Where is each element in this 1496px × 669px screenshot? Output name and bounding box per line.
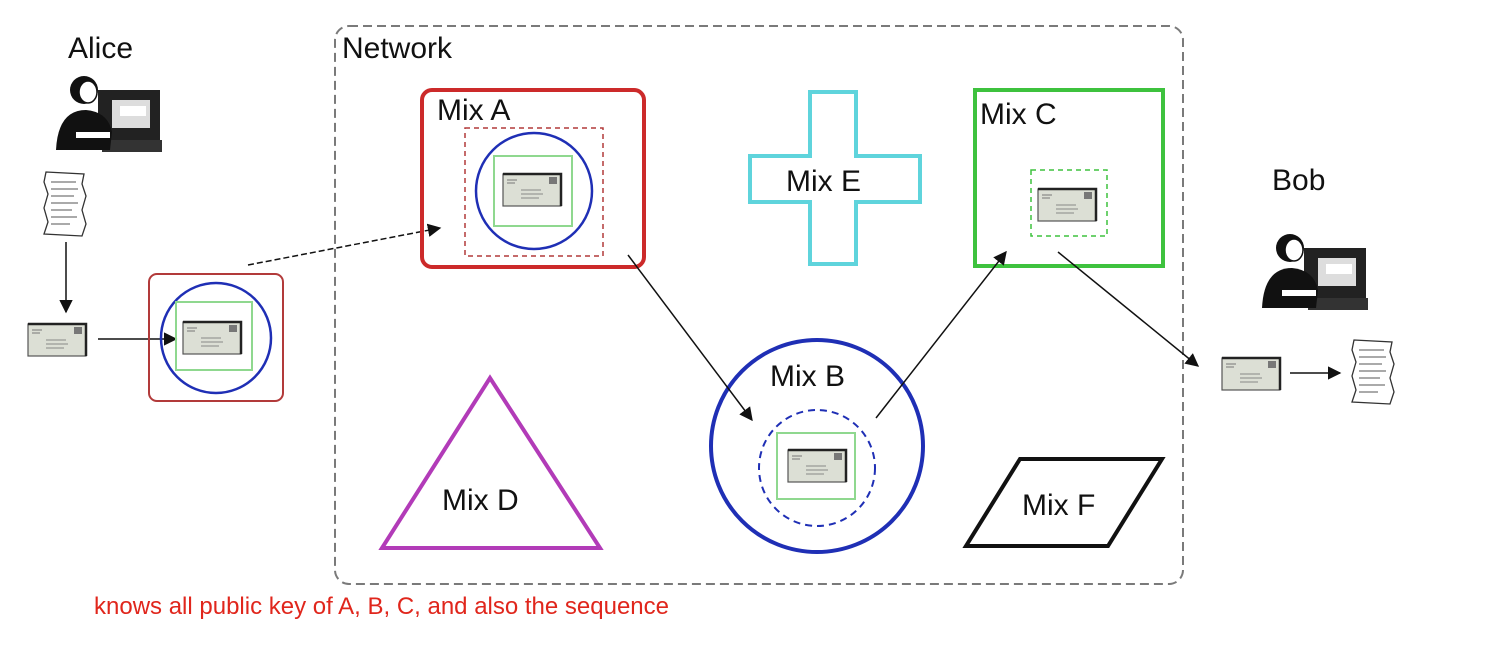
alice-document-icon [43, 171, 87, 237]
alice-person-icon [55, 75, 163, 153]
mix-a-label: Mix A [437, 94, 510, 127]
mix-a-envelope-icon [501, 172, 563, 208]
arrow-c-to-bob [1057, 251, 1200, 367]
mix-a [420, 88, 646, 269]
mix-e [748, 90, 922, 266]
bob-person-icon [1261, 233, 1369, 311]
bob-envelope-icon [1220, 356, 1282, 392]
bob-document-icon [1351, 339, 1395, 405]
onion-envelope-icon [181, 320, 243, 356]
mix-f-label: Mix F [1022, 489, 1095, 522]
mix-b [709, 338, 925, 554]
mix-b-envelope-icon [786, 448, 848, 484]
mix-d-label: Mix D [442, 484, 519, 517]
arrow-b-to-c [875, 250, 1007, 419]
bob-label: Bob [1272, 164, 1325, 197]
alice-envelope-icon [26, 322, 88, 358]
mix-d [378, 374, 604, 550]
onion-package [148, 273, 284, 402]
mix-c-label: Mix C [980, 98, 1057, 131]
network-label: Network [342, 32, 453, 65]
arrow-a-to-b [627, 254, 753, 422]
mix-c [973, 88, 1165, 268]
alice-label: Alice [68, 32, 133, 65]
arrow-to-mix-a [247, 223, 442, 266]
mix-b-label: Mix B [770, 360, 845, 393]
mix-f [962, 457, 1166, 548]
mix-c-envelope-icon [1036, 187, 1098, 223]
mix-e-label: Mix E [786, 165, 861, 198]
network-boundary [334, 25, 1184, 585]
caption-note: knows all public key of A, B, C, and als… [94, 593, 670, 620]
